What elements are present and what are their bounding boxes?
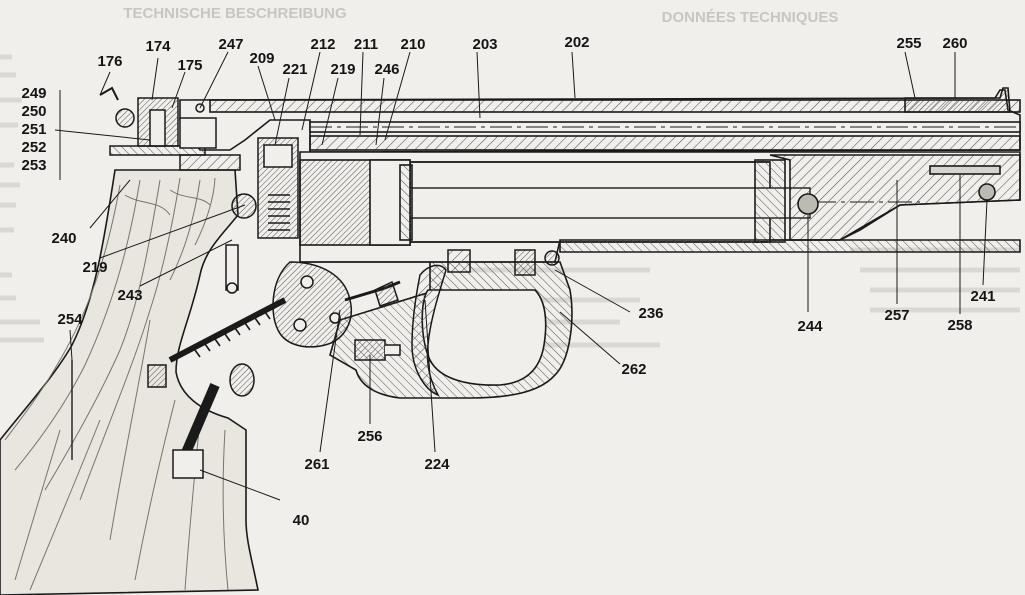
callout-261: 261 <box>304 456 330 473</box>
callout-211: 211 <box>353 36 379 53</box>
callout-202: 202 <box>564 34 590 51</box>
callout-243: 243 <box>117 287 143 304</box>
callout-250: 250 <box>21 103 47 120</box>
callout-174: 174 <box>145 38 171 55</box>
callout-221: 221 <box>282 61 308 78</box>
callout-244: 244 <box>797 318 823 335</box>
callout-260: 260 <box>942 35 968 52</box>
callout-247: 247 <box>218 36 244 53</box>
callout-241: 241 <box>970 288 996 305</box>
trigger-guard <box>300 261 573 399</box>
callout-219-left: 219 <box>82 259 108 276</box>
callout-246: 246 <box>374 61 400 78</box>
trigger-mechanism <box>147 137 560 479</box>
callout-252: 252 <box>21 139 47 156</box>
callout-256: 256 <box>357 428 383 445</box>
leader-lines <box>54 51 988 501</box>
callout-255: 255 <box>896 35 922 52</box>
callout-203: 203 <box>472 36 498 53</box>
callout-257: 257 <box>884 307 910 324</box>
callout-212: 212 <box>310 36 336 53</box>
callout-254: 254 <box>57 311 83 328</box>
callout-262: 262 <box>621 361 647 378</box>
callout-175: 175 <box>177 57 203 74</box>
callout-219-top: 219 <box>330 61 356 78</box>
compression-tube <box>299 151 1021 263</box>
callout-40: 40 <box>292 512 310 529</box>
callout-210: 210 <box>400 36 426 53</box>
rear-sight-assembly <box>99 86 241 171</box>
ghost-header-right: DONNÉES TECHNIQUES <box>661 9 839 26</box>
callout-249: 249 <box>21 85 47 102</box>
callout-253: 253 <box>21 157 47 174</box>
callout-224: 224 <box>424 456 450 473</box>
upper-housing <box>179 87 1021 153</box>
ghost-header-left: TECHNISCHE BESCHREIBUNG <box>123 5 347 22</box>
callout-236: 236 <box>638 305 664 322</box>
callout-258: 258 <box>947 317 973 334</box>
callout-176: 176 <box>97 53 123 70</box>
callout-209: 209 <box>249 50 275 67</box>
callout-251: 251 <box>21 121 47 138</box>
grip-wood <box>0 169 259 595</box>
callout-240: 240 <box>51 230 77 247</box>
